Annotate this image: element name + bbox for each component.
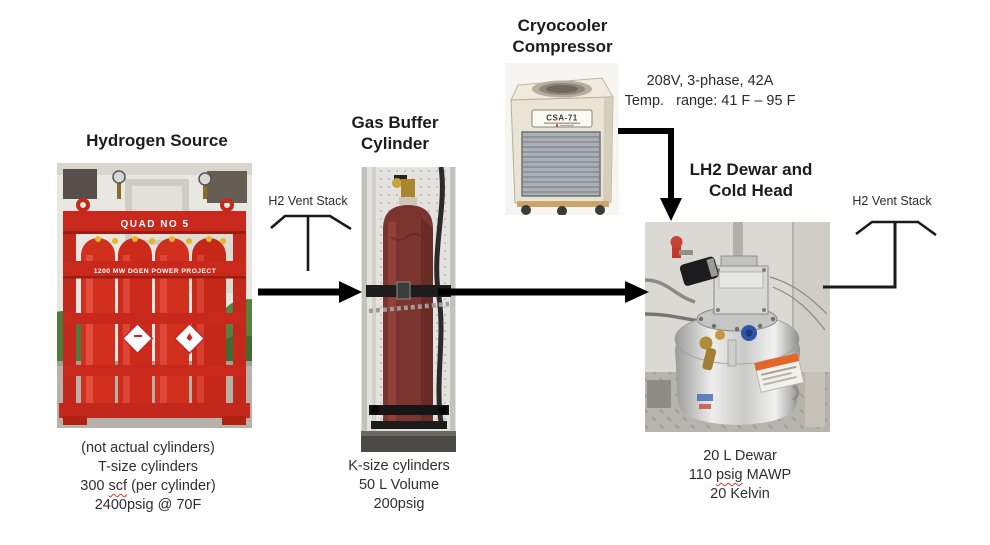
dewar-title-line2: Cold Head: [708, 181, 794, 200]
dewar-illustration: [645, 222, 830, 432]
cylinder-collars: [95, 236, 226, 244]
caption-line: 20 Kelvin: [710, 486, 770, 502]
cryocooler-title-line2: Compressor: [512, 37, 613, 56]
left-vent-stack-symbol: [270, 214, 352, 271]
compressor-specs-line2: Temp. range: 41 F – 95 F: [624, 93, 796, 109]
gas-buffer-title-line1: Gas Buffer: [351, 113, 439, 132]
flow-arrow-buffer-to-dewar: [438, 281, 649, 303]
lh2-dewar-photo: [645, 222, 830, 432]
gas-buffer-photo: [361, 167, 456, 452]
dewar-to-vent-line: [823, 222, 897, 289]
cryocooler-compressor-photo: CSA-71: [505, 63, 619, 215]
dewar-title: LH2 Dewar and Cold Head: [683, 159, 819, 201]
caption-line: 20 L Dewar: [703, 448, 777, 464]
hydrogen-source-title: Hydrogen Source: [86, 131, 228, 150]
right-vent-stack-symbol: [855, 220, 937, 237]
cryocooler-title: Cryocooler Compressor: [495, 15, 630, 57]
hydrogen-source-photo: QUAD NO 5 1200 MW DGEN POWER PROJECT: [57, 163, 252, 428]
caption-line: (not actual cylinders): [81, 440, 215, 456]
compressor-to-dewar-arrow: [618, 128, 682, 221]
caption-line: 2400psig @ 70F: [94, 497, 202, 513]
caption-line: 50 L Volume: [358, 477, 440, 493]
caption-line: 110 psig MAWP: [688, 467, 792, 483]
hydrogen-quad-illustration: QUAD NO 5 1200 MW DGEN POWER PROJECT: [57, 163, 252, 428]
buffer-caption: K-size cylinders 50 L Volume 200psig: [334, 457, 464, 514]
compressor-model-label: CSA-71: [546, 114, 578, 123]
right-vent-stack-label: H2 Vent Stack: [852, 194, 932, 208]
caption-line: K-size cylinders: [348, 458, 450, 474]
gas-buffer-title-line2: Cylinder: [360, 134, 430, 153]
dewar-caption: 20 L Dewar 110 psig MAWP 20 Kelvin: [675, 447, 805, 504]
hazard-label-diamonds: [121, 322, 206, 355]
misspelled-word-psig: psig: [715, 467, 743, 483]
quad-banner-label: 1200 MW DGEN POWER PROJECT: [94, 268, 217, 275]
buffer-cylinder-illustration: [361, 167, 456, 452]
caption-line: 300 scf (per cylinder): [80, 478, 216, 494]
flow-arrow-source-to-buffer: [258, 281, 362, 303]
quad-top-label: QUAD NO 5: [120, 219, 189, 230]
compressor-specs-line1: 208V, 3-phase, 42A: [646, 73, 774, 89]
compressor-illustration: CSA-71: [505, 63, 619, 215]
caption-line: 200psig: [373, 496, 425, 512]
gas-buffer-title: Gas Buffer Cylinder: [325, 112, 465, 154]
hydrogen-caption: (not actual cylinders) T-size cylinders …: [48, 439, 248, 515]
compressor-specs: 208V, 3-phase, 42A Temp. range: 41 F – 9…: [619, 71, 801, 111]
caption-line: T-size cylinders: [98, 459, 198, 475]
dewar-title-line1: LH2 Dewar and: [689, 160, 813, 179]
misspelled-word-scf: scf: [108, 478, 128, 494]
left-vent-stack-label: H2 Vent Stack: [268, 194, 348, 208]
cryocooler-title-line1: Cryocooler: [517, 16, 608, 35]
